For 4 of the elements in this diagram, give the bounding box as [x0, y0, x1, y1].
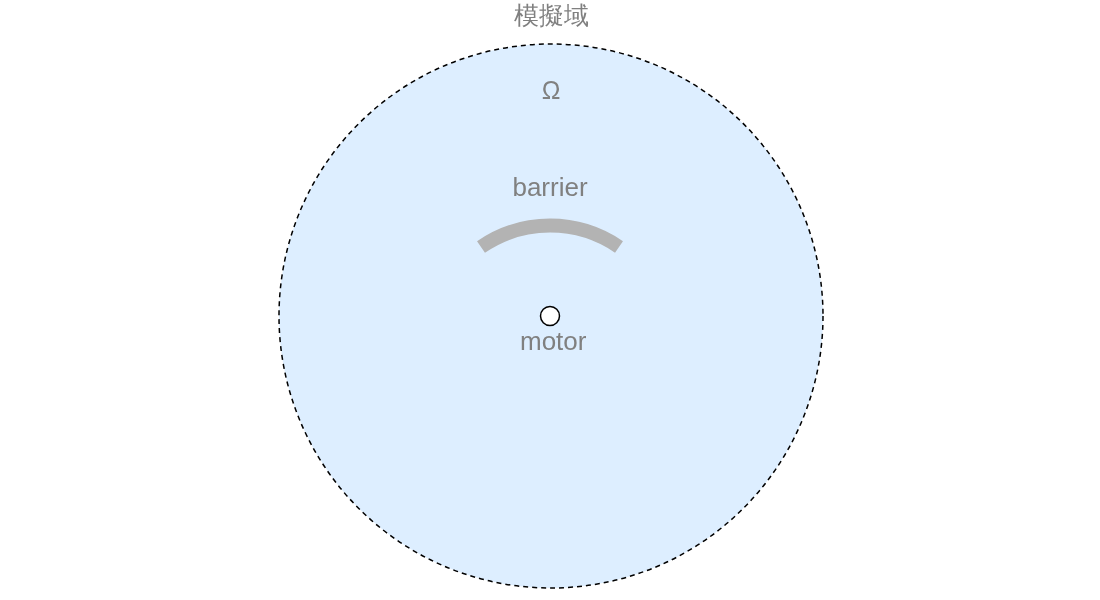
domain-symbol: Ω: [541, 76, 561, 105]
motor-label: motor: [520, 327, 587, 357]
barrier-label: barrier: [512, 173, 588, 203]
domain-heading: 模擬域: [513, 1, 589, 30]
